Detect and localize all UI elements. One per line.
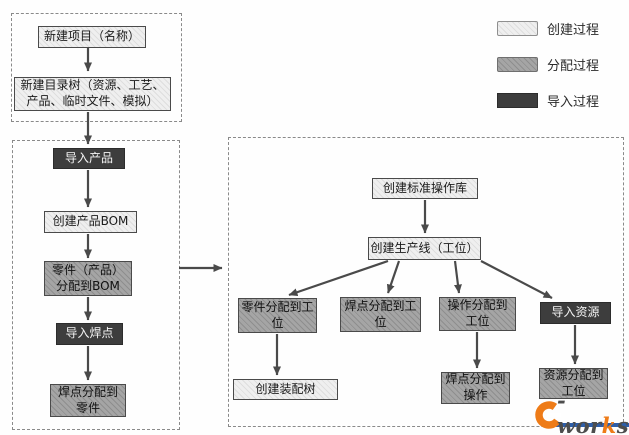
stage1-container xyxy=(11,13,182,122)
logo-text-s: s xyxy=(616,413,629,435)
create-process-swatch-icon xyxy=(497,20,538,36)
legend-item-create: 创建过程 xyxy=(497,20,627,38)
node-assign-part-to-bom: 零件（产品）分配到BOM xyxy=(44,261,132,296)
node-new-directory-tree: 新建目录树（资源、工艺、产品、临时文件、模拟） xyxy=(14,77,171,111)
arrow-line-assignpartstation xyxy=(288,259,389,297)
import-process-swatch-icon xyxy=(497,92,538,108)
stage3-container xyxy=(228,137,624,427)
eworks-wordmark: -works xyxy=(557,388,629,435)
legend: 创建过程 分配过程 导入过程 xyxy=(497,20,627,128)
node-create-product-bom: 创建产品BOM xyxy=(44,211,137,233)
legend-label: 分配过程 xyxy=(547,58,600,74)
node-create-production-line: 创建生产线（工位） xyxy=(368,237,481,260)
logo-text-part: -wor xyxy=(557,388,602,435)
node-create-assembly-tree: 创建装配树 xyxy=(233,379,338,400)
arrow-line-importresource xyxy=(480,260,553,299)
eworks-logo: -works xyxy=(534,388,629,435)
node-assign-resource-to-station: 资源分配到工位 xyxy=(539,368,608,399)
node-import-weld-points: 导入焊点 xyxy=(56,323,123,345)
legend-label: 导入过程 xyxy=(547,94,600,110)
node-assign-weld-to-station: 焊点分配到工位 xyxy=(340,297,421,332)
node-create-standard-op-library: 创建标准操作库 xyxy=(372,178,478,199)
eworks-logo-underline xyxy=(556,423,629,427)
assign-process-swatch-icon xyxy=(497,56,538,72)
stage2-container xyxy=(12,140,180,430)
node-assign-part-to-station: 零件分配到工位 xyxy=(238,298,317,333)
legend-label: 创建过程 xyxy=(547,22,600,38)
node-assign-op-to-station: 操作分配到工位 xyxy=(439,297,516,331)
node-assign-weld-to-part: 焊点分配到零件 xyxy=(50,384,126,417)
node-import-product: 导入产品 xyxy=(53,148,125,169)
arrow-line-assignweldstation xyxy=(386,260,401,294)
node-import-resource: 导入资源 xyxy=(540,302,611,324)
eworks-e-icon xyxy=(535,401,563,429)
arrow-line-assignopstation xyxy=(453,260,462,294)
logo-text-k: k xyxy=(601,413,617,435)
node-assign-weld-to-op: 焊点分配到操作 xyxy=(441,372,510,404)
legend-item-assign: 分配过程 xyxy=(497,56,627,74)
node-new-project: 新建项目（名称） xyxy=(38,26,146,48)
legend-item-import: 导入过程 xyxy=(497,92,627,110)
